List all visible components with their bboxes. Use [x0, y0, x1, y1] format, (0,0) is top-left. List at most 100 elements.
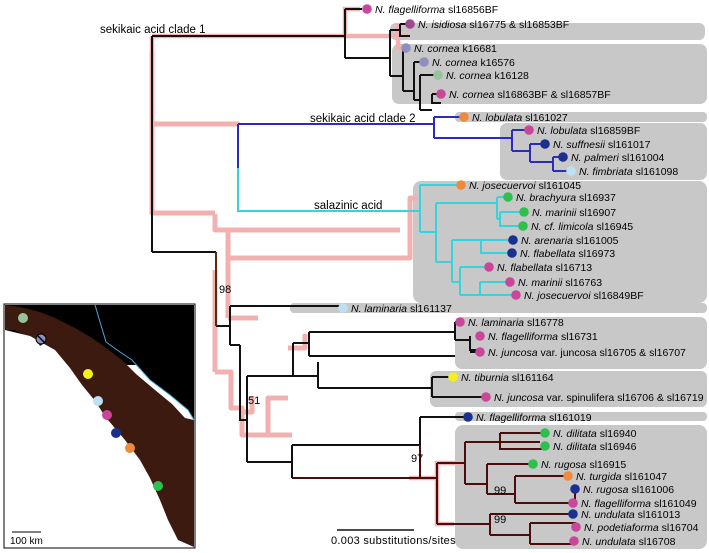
support-value-99-a: 99: [494, 485, 506, 497]
tip-species: N. isidiosa: [418, 19, 467, 31]
tip-species: N. cornea: [414, 43, 460, 55]
tip-species: N. josecuervoi: [469, 180, 536, 192]
tip-species: N. laminaria: [468, 317, 524, 329]
tip-label: N. isidiosa sl16775 & sl16853BF: [418, 19, 569, 31]
map-dot-green: [153, 481, 163, 491]
tip-dot-pink: [511, 290, 521, 300]
tip-label: N. juncosa var. juncosa sl16705 & sl1670…: [488, 347, 686, 359]
tip-specimen: k16128: [492, 70, 530, 82]
tip-species: N. josecuervoi: [524, 290, 591, 302]
tip-label: N. flagelliforma sl16856BF: [375, 4, 498, 16]
tip-species: N. cornea: [446, 70, 492, 82]
tip-species: N. rugosa: [541, 459, 587, 471]
tip-dot-navy: [508, 235, 518, 245]
tip-dot-pink: [568, 498, 578, 508]
tip-species: N. marinii: [532, 207, 577, 219]
tip-species: N. cornea: [432, 57, 478, 69]
tip-specimen: sl161006: [629, 484, 675, 496]
map-dot-navy: [111, 428, 121, 438]
tree-branches-red: [292, 432, 576, 545]
clade-label-sekikaic-1: sekikaic acid clade 1: [100, 24, 205, 36]
map-west-coast: [5, 330, 172, 547]
tip-specimen: sl16708: [636, 536, 676, 548]
tip-dot-pink: [505, 277, 515, 287]
tip-specimen: sl16859BF: [587, 125, 640, 137]
tip-label: N. arenaria sl161005: [521, 235, 619, 247]
box-isidiosa: [390, 23, 705, 40]
tip-dot-green: [518, 221, 528, 231]
tip-species: N. lobulata: [472, 112, 522, 124]
tip-label: N. brachyura sl16937: [516, 192, 616, 204]
tip-label: N. flabellata sl16713: [497, 262, 592, 274]
tip-dot-pink: [484, 262, 494, 272]
map-dot-yellow: [83, 369, 93, 379]
tip-specimen: sl16915: [587, 459, 627, 471]
tip-species: N. marinii: [518, 277, 563, 289]
tip-dot-green: [540, 428, 550, 438]
tip-dot-navy: [507, 248, 517, 258]
tip-specimen: sl161004: [619, 152, 665, 164]
tip-specimen: sl16946: [597, 441, 637, 453]
tip-label: N. podetiaforma sl16704: [584, 522, 699, 534]
map-scale-label: 100 km: [10, 536, 43, 547]
tip-label: N. flabellata sl16973: [520, 248, 615, 260]
tip-dot-pink: [455, 317, 465, 327]
tip-label: N. laminaria sl161137: [351, 303, 452, 315]
tip-specimen: sl161017: [605, 139, 651, 151]
tip-specimen: sl161019: [546, 412, 592, 424]
tip-species: N. brachyura: [516, 192, 576, 204]
tip-label: N. undulata sl161013: [581, 509, 680, 521]
tip-specimen: sl16849BF: [591, 290, 644, 302]
tip-specimen: sl16907: [576, 207, 616, 219]
tip-species: N. cf. limicola: [531, 221, 594, 233]
support-value-99-b: 99: [494, 514, 506, 526]
tip-species: N. juncosa: [488, 347, 538, 359]
map-dot-orange: [125, 443, 135, 453]
tip-dot-green: [528, 459, 538, 469]
box-lobulata2: [500, 123, 707, 180]
tip-label: N. tiburnia sl161164: [461, 372, 554, 384]
tip-specimen: sl161164: [509, 372, 554, 384]
tip-species: N. juncosa: [494, 392, 544, 404]
tip-specimen: sl16856BF: [445, 4, 498, 16]
support-value-98: 98: [219, 284, 231, 296]
tip-specimen: sl16713: [552, 262, 592, 274]
tip-label: N. cornea k16576: [432, 57, 515, 69]
tip-label: N. lobulata sl161027: [472, 112, 568, 124]
tip-label: N. laminaria sl16778: [468, 317, 564, 329]
tip-dot-lightblue: [338, 303, 348, 313]
tip-dot-navy: [568, 509, 578, 519]
tip-label: N. marinii sl16907: [532, 207, 616, 219]
tip-specimen: sl16775 & sl16853BF: [466, 19, 569, 31]
box-tiburnia: [430, 371, 707, 407]
tip-label: N. turgida sl161047: [576, 471, 667, 483]
box-bottom-clade: [455, 425, 707, 549]
tip-species: N. laminaria: [351, 303, 407, 315]
tip-specimen: k16681: [460, 43, 498, 55]
tip-specimen: sl16704: [659, 522, 699, 534]
tip-label: N. josecuervoi sl161045: [469, 180, 581, 192]
tip-dot-navy: [558, 152, 568, 162]
tip-label: N. cornea k16128: [446, 70, 529, 82]
tip-dot-green: [540, 441, 550, 451]
tip-label: N. flagelliforma sl16731: [488, 331, 598, 343]
tip-dot-pink: [524, 125, 534, 135]
map-mainland-black: [95, 305, 194, 420]
tip-dot-green: [519, 207, 529, 217]
inset-map: 100 km: [3, 303, 196, 549]
tip-dot-pink: [475, 347, 485, 357]
box-salazinic: [413, 181, 707, 303]
box-lobulata1: [455, 112, 707, 122]
tip-dot-yellow: [448, 372, 458, 382]
tip-label: N. dilitata sl16946: [553, 441, 637, 453]
tip-specimen: k16576: [478, 57, 516, 69]
tip-dot-pink: [481, 392, 491, 402]
tip-specimen: sl161013: [635, 509, 681, 521]
tip-dot-pink: [571, 522, 581, 532]
tip-species: N. flabellata: [497, 262, 553, 274]
tip-label: N. marinii sl16763: [518, 277, 602, 289]
tip-species: N. arenaria: [521, 235, 573, 247]
tip-label: N. cornea k16681: [414, 43, 497, 55]
